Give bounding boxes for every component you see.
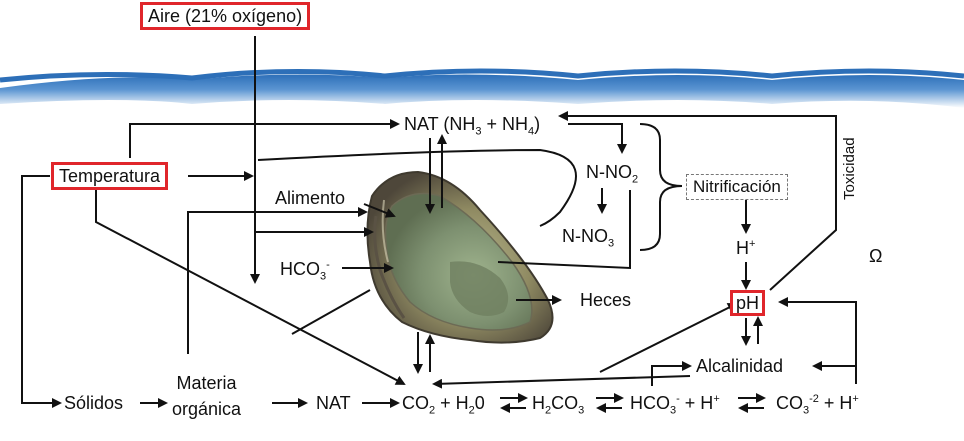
solidos-label: Sólidos <box>64 393 124 413</box>
h-plus-label: H+ <box>736 238 756 258</box>
hco3-label: HCO3- <box>280 259 330 283</box>
nno2-label: N-NO2 <box>586 162 639 186</box>
nat-bottom-label: NAT <box>316 393 351 413</box>
materia-organica-label: Materia orgánica <box>172 373 242 419</box>
heces-label: Heces <box>580 290 632 310</box>
oyster-illustration <box>366 170 554 344</box>
hco3-h-label: HCO3- + H+ <box>630 393 720 417</box>
water-surface <box>0 68 964 108</box>
temperatura-label: Temperatura <box>51 162 169 190</box>
alcalinidad-label: Alcalinidad <box>696 356 784 376</box>
h2co3-label: H2CO3 <box>532 393 585 417</box>
nat-top-label: NAT (NH3 + NH4) <box>404 114 541 138</box>
nitrificacion-label: Nitrificación <box>686 174 788 200</box>
connector-arrows <box>21 36 857 413</box>
omega-label: Ω <box>869 246 883 266</box>
ph-label: pH <box>730 290 766 316</box>
co3-h-label: CO3-2 + H+ <box>776 393 859 417</box>
aire-label: Aire (21% oxígeno) <box>140 2 311 30</box>
toxicidad-label: Toxicidad <box>841 137 858 200</box>
nno3-label: N-NO3 <box>562 226 615 250</box>
alimento-label: Alimento <box>275 188 346 208</box>
co2-h2o-label: CO2 + H20 <box>402 393 485 417</box>
